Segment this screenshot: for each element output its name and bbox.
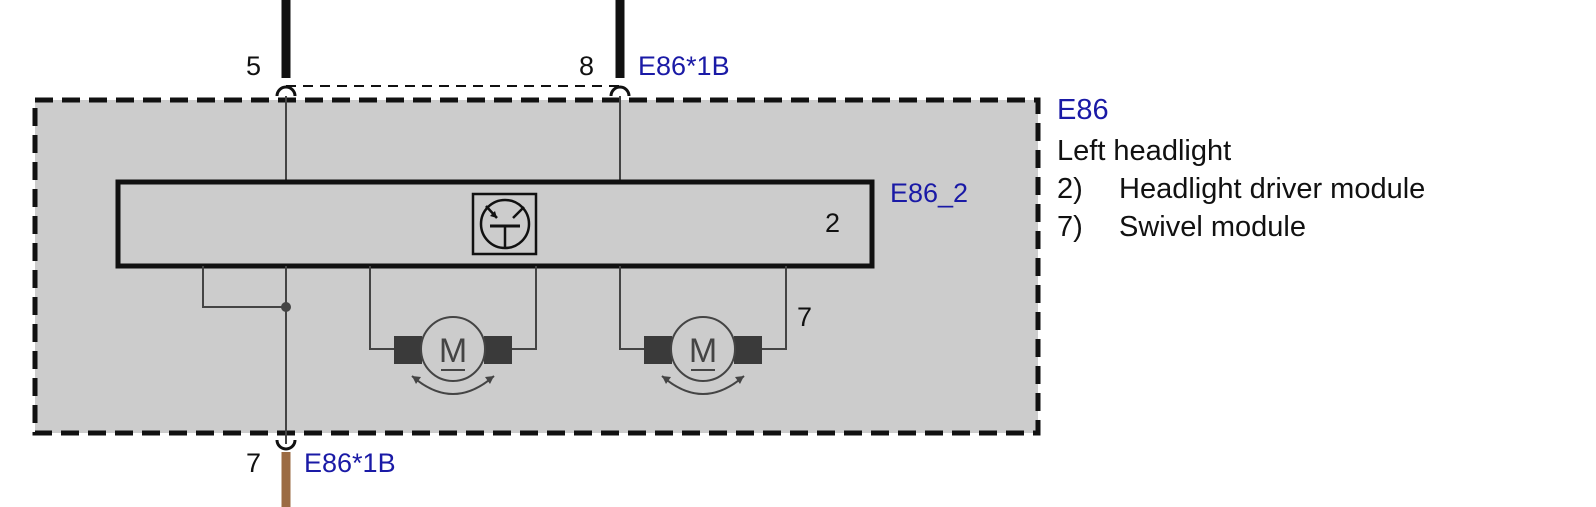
rotation-arrow-icon [661,375,745,395]
motor-icon: M [394,316,512,382]
module-label: E86_2 [890,178,968,208]
motor-1-wire-right [511,266,537,350]
legend-item-number: 7) [1057,211,1083,243]
motor-2-wire-right [762,266,787,350]
component-name: Left headlight [1057,135,1231,167]
pin-arc-top-left [275,85,297,97]
pin-arc-top-right [609,85,631,97]
driver-module-box [115,179,875,269]
junction-dot [281,302,291,312]
swivel-number: 7 [797,302,812,332]
pin-label-top-right: 8 [579,51,594,81]
motor-2-symbol: M [689,332,717,370]
pin-label-bottom: 7 [246,448,261,478]
legend-item-number: 2) [1057,173,1083,205]
motor-1-wire-left [369,266,394,350]
legend-item-text: Swivel module [1119,211,1306,243]
transistor-icon [471,192,538,256]
rotation-arrow-icon [411,375,495,395]
pin-arc-bottom [275,439,297,451]
motor-1-symbol: M [439,332,467,370]
connector-label-bottom: E86*1B [304,448,396,478]
component-id: E86 [1057,94,1109,126]
legend-item-text: Headlight driver module [1119,173,1425,205]
motor-icon: M [644,316,762,382]
connector-label-top: E86*1B [638,51,730,81]
module-number: 2 [825,208,840,238]
motor-2-wire-left [619,266,644,350]
wire-ground-branch [202,266,286,308]
pin-label-top-left: 5 [246,51,261,81]
